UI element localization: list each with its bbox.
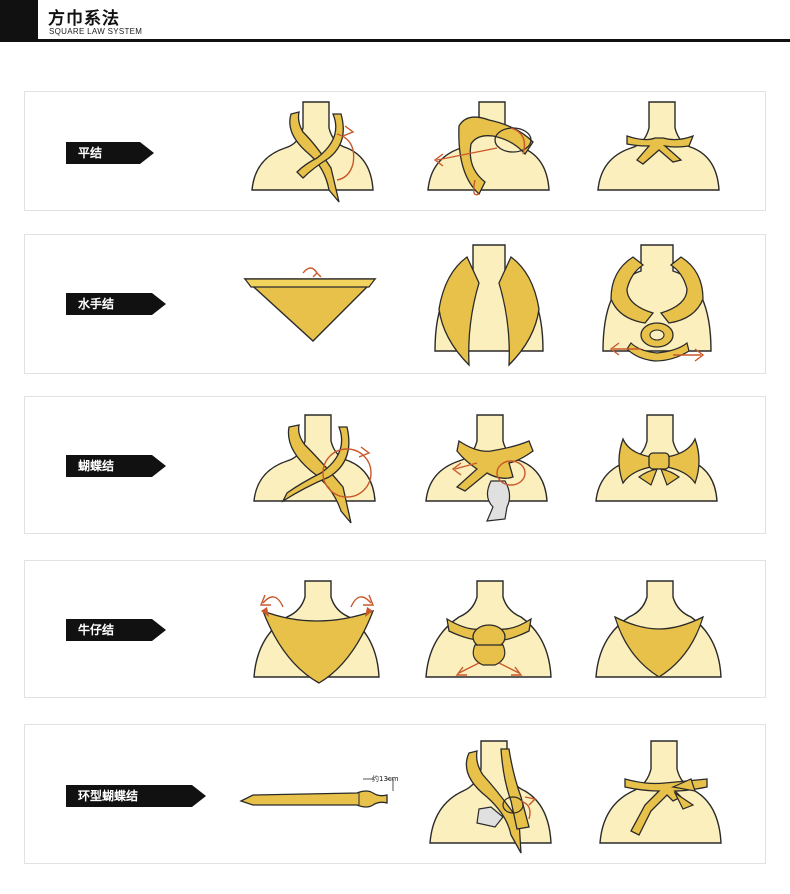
step-loop-pull-illustration <box>423 98 553 208</box>
header-divider <box>0 39 790 42</box>
page-subtitle: SQUARE LAW SYSTEM <box>49 27 143 36</box>
header-accent-block <box>0 0 38 40</box>
step-wrap-cross-illustration <box>247 98 377 208</box>
page-title: 方巾系法 <box>48 9 120 29</box>
step-back-knot-illustration <box>421 577 557 689</box>
step-drape-open-illustration <box>429 243 549 367</box>
method-label: 水手结 <box>66 293 166 315</box>
method-label: 蝴蝶结 <box>66 455 166 477</box>
step-cowboy-done-illustration <box>591 577 727 689</box>
step-loop-pull-illustration <box>421 411 557 527</box>
step-wrap-cross-illustration <box>249 411 379 527</box>
method-card-flat-knot: 平结 <box>24 91 766 211</box>
method-label: 牛仔结 <box>66 619 166 641</box>
method-card-sailor-knot: 水手结 <box>24 234 766 374</box>
method-label: 平结 <box>66 142 154 164</box>
strip-length-note: 约13cm <box>372 775 399 783</box>
method-label: 环型蝴蝶结 <box>66 785 206 807</box>
step-knot-done-illustration <box>593 98 723 208</box>
step-loop-bow-done-illustration <box>595 735 731 859</box>
method-card-bow-knot: 蝴蝶结 <box>24 396 766 534</box>
method-card-ring-bow-knot: 环型蝴蝶结 约13cm <box>24 724 766 864</box>
step-bow-done-illustration <box>591 411 727 527</box>
step-strip-fold-illustration <box>237 769 397 815</box>
step-triangle-fold-illustration <box>243 261 379 347</box>
step-triangle-front-illustration <box>249 577 385 689</box>
page-header: 方巾系法 SQUARE LAW SYSTEM <box>0 0 790 42</box>
step-ring-knot-illustration <box>597 243 717 367</box>
method-card-cowboy-knot: 牛仔结 <box>24 560 766 698</box>
step-wrap-knot-illustration <box>425 735 555 859</box>
